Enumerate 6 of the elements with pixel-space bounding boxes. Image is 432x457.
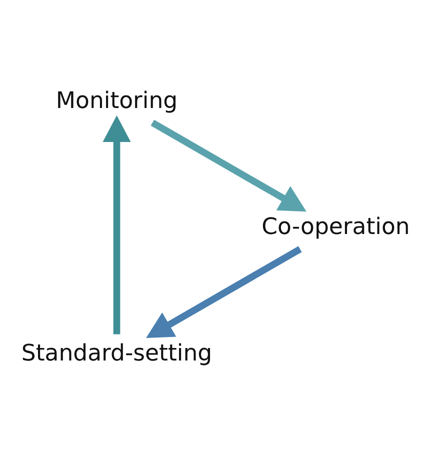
node-text: Standard-setting: [21, 340, 212, 367]
node-text: Monitoring: [56, 88, 178, 114]
arrow: [146, 246, 302, 338]
node-text: Co-operation: [262, 214, 410, 240]
arrow: [102, 115, 131, 334]
arrow: [150, 120, 306, 212]
